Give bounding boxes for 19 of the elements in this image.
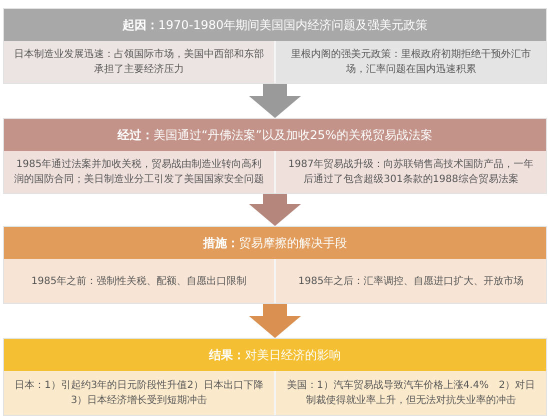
text-box: 日本：1）引起约3年的日元阶段性升值2）日本出口下降3）日本经济增长受到短期冲击	[4, 371, 274, 415]
section-header: 措施：贸易摩擦的解决手段	[4, 227, 546, 259]
section-header: 经过：美国通过“丹佛法案”以及加收25%的关税贸易战法案	[4, 119, 546, 151]
section-header: 结果：对美日经济的影响	[4, 339, 546, 371]
section-panel	[3, 338, 547, 416]
text-box: 里根内阁的强美元政策：里根政府初期拒绝干预外汇市场，汇率问题在国内迅速积累	[276, 41, 546, 83]
section-panel	[3, 226, 547, 304]
text-box: 1985年之前：强制性关税、配额、自愿出口限制	[4, 259, 274, 303]
block-arrow	[249, 192, 301, 226]
block-arrow	[249, 302, 301, 338]
text-box: 日本制造业发展迅速：占领国际市场，美国中西部和东部承担了主要经济压力	[4, 41, 274, 83]
section-panel	[3, 118, 547, 194]
text-box: 1985年之后：汇率调控、自愿进口扩大、开放市场	[276, 259, 546, 303]
block-arrow	[249, 82, 301, 118]
text-box: 1985年通过法案并加收关税，贸易战由制造业转向高利润的国防合同；美日制造业分工引发了美国国家安全问题	[4, 151, 274, 193]
section-panel	[3, 8, 547, 84]
text-box: 1987年贸易战升级：向苏联销售高技术国防产品，一年后通过了包含超级301条款的1988综合贸易法案	[276, 151, 546, 193]
section-header: 起因：1970-1980年期间美国国内经济问题及强美元政策	[4, 9, 546, 41]
text-box: 美国：1）汽车贸易战导致汽车价格上涨4.4% 2）对日制裁使得就业率上升，但无法对抗失业率的冲击	[276, 371, 546, 415]
